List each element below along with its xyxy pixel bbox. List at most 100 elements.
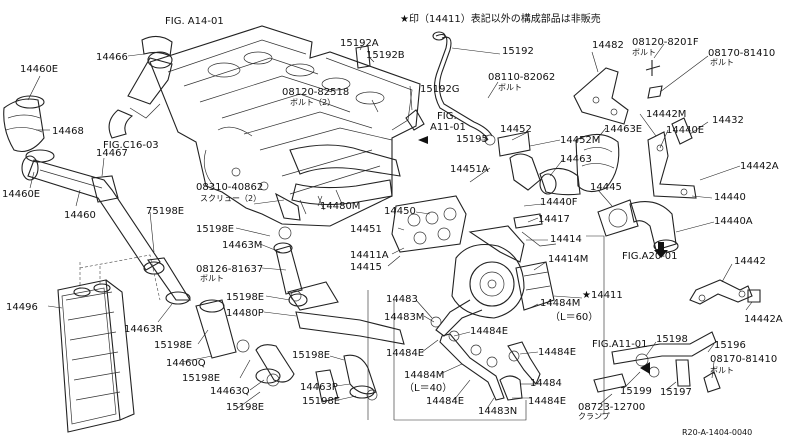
label-15198E: 15198E bbox=[154, 340, 192, 351]
turbocharger-drawing bbox=[435, 213, 557, 337]
label-15197: 15197 bbox=[660, 387, 692, 398]
water-pipe-drawing bbox=[593, 331, 721, 393]
label-14442A: 14442A bbox=[740, 161, 779, 172]
label-15198E: 15198E bbox=[182, 373, 220, 384]
label-15192G: 15192G bbox=[420, 84, 460, 95]
label-14484M: 14484M bbox=[540, 298, 580, 309]
grouping-frames bbox=[79, 235, 605, 421]
sub-len-60: （L＝60） bbox=[550, 311, 598, 323]
label-14460E: 14460E bbox=[20, 64, 58, 75]
label-14466: 14466 bbox=[96, 52, 128, 63]
hose-cluster-drawing bbox=[147, 226, 405, 403]
label-14460: 14460 bbox=[64, 210, 96, 221]
label-14463Q: 14463Q bbox=[210, 386, 250, 397]
label-08120-8201F: 08120-8201F bbox=[632, 37, 699, 48]
sub-clamp: クランプ bbox=[578, 412, 610, 421]
label-14460Q: 14460Q bbox=[166, 358, 206, 369]
label-15198E: 15198E bbox=[292, 350, 330, 361]
label-14463P: 14463P bbox=[300, 382, 338, 393]
label-14482: 14482 bbox=[592, 40, 624, 51]
elbow-outlet-drawing bbox=[597, 117, 697, 253]
sub-bolt-b: ボルト bbox=[632, 48, 656, 57]
label-14463E: 14463E bbox=[604, 124, 642, 135]
fig-ref-a2001: FIG.A20-01 bbox=[622, 251, 678, 262]
oil-return-pipe-drawing bbox=[430, 316, 541, 401]
label-08170-81410: 08170-81410 bbox=[710, 354, 777, 365]
label-14445: 14445 bbox=[590, 182, 622, 193]
label-08310-40862: 08310-40862 bbox=[196, 182, 263, 193]
sub-bolt-c: ボルト bbox=[710, 58, 734, 67]
bracket-14442-drawing bbox=[689, 279, 761, 305]
label-14483: 14483 bbox=[386, 294, 418, 305]
label-14484E: 14484E bbox=[470, 326, 508, 337]
label-14484E: 14484E bbox=[386, 348, 424, 359]
label-08723-12700: 08723-12700 bbox=[578, 402, 645, 413]
exhaust-manifold-drawing bbox=[275, 144, 467, 253]
label-08110-82062: 08110-82062 bbox=[488, 72, 555, 83]
fig-ref-a1101-bottom: A11-01 bbox=[430, 122, 466, 133]
fig-ref-a1101-top: FIG. bbox=[437, 111, 457, 122]
fig-ref-c1603: FIG.C16-03 bbox=[103, 140, 159, 151]
label-15199: 15199 bbox=[620, 386, 652, 397]
sub-bolt-e: ボルト bbox=[710, 366, 734, 375]
label-14415: 14415 bbox=[350, 262, 382, 273]
label-14452M: 14452M bbox=[560, 135, 600, 146]
intercooler-drawing bbox=[57, 254, 161, 433]
label-14484E: 14484E bbox=[528, 396, 566, 407]
label-14451: 14451 bbox=[350, 224, 382, 235]
label-14440: 14440 bbox=[714, 192, 746, 203]
label-08170-81410: 08170-81410 bbox=[708, 48, 775, 59]
label-14483N: 14483N bbox=[478, 406, 517, 417]
label-15192A: 15192A bbox=[340, 38, 379, 49]
bracket-14482-drawing bbox=[573, 60, 663, 125]
label-14417: 14417 bbox=[538, 214, 570, 225]
label-14484E: 14484E bbox=[538, 347, 576, 358]
label-14411-star: ★14411 bbox=[582, 290, 623, 301]
oil-pipe-drawing bbox=[355, 31, 496, 146]
label-14442M: 14442M bbox=[646, 109, 686, 120]
label-14463M: 14463M bbox=[222, 240, 262, 251]
fig-ref-a1401: FIG. A14-01 bbox=[165, 16, 224, 27]
engine-block-drawing bbox=[149, 25, 421, 227]
label-14467: 14467 bbox=[96, 148, 128, 159]
label-14468: 14468 bbox=[52, 126, 84, 137]
label-15192B: 15192B bbox=[366, 50, 405, 61]
label-14440F: 14440F bbox=[540, 197, 578, 208]
label-08120-82518: 08120-82518 bbox=[282, 87, 349, 98]
label-14432: 14432 bbox=[712, 115, 744, 126]
label-14452: 14452 bbox=[500, 124, 532, 135]
sub-bolt-2: ボルト（2） bbox=[290, 98, 335, 107]
leader-lines bbox=[27, 43, 753, 411]
intake-pipe-drawing bbox=[108, 35, 173, 139]
pipe-14460-drawing bbox=[21, 155, 165, 275]
label-14414: 14414 bbox=[550, 234, 582, 245]
outlet-pipe-drawing bbox=[497, 131, 620, 196]
label-14480M: 14480M bbox=[320, 201, 360, 212]
label-14451A: 14451A bbox=[450, 164, 489, 175]
label-15195: 15195 bbox=[456, 134, 488, 145]
intercooler-hose-drawing bbox=[3, 95, 55, 163]
label-14414M: 14414M bbox=[548, 254, 588, 265]
label-15196: 15196 bbox=[714, 340, 746, 351]
drawing-code: R20-A-1404-0040 bbox=[682, 428, 752, 437]
label-14484E: 14484E bbox=[426, 396, 464, 407]
label-15198: 15198 bbox=[656, 334, 688, 345]
label-15198E: 15198E bbox=[196, 224, 234, 235]
sub-screw-2: スクリュー（2） bbox=[200, 194, 261, 203]
label-14480P: 14480P bbox=[226, 308, 264, 319]
fig-ref-a1101-right: FIG.A11-01 bbox=[592, 339, 648, 350]
label-15192: 15192 bbox=[502, 46, 534, 57]
reference-arrows bbox=[418, 136, 668, 374]
sub-len-40: （L＝40） bbox=[404, 382, 452, 394]
label-14483M: 14483M bbox=[384, 312, 424, 323]
label-14442A: 14442A bbox=[744, 314, 783, 325]
label-14463R: 14463R bbox=[124, 324, 163, 335]
label-15198E: 15198E bbox=[226, 292, 264, 303]
label-08126-81637: 08126-81637 bbox=[196, 264, 263, 275]
label-14460E: 14460E bbox=[2, 189, 40, 200]
sub-bolt-d: ボルト bbox=[200, 274, 224, 283]
label-75198E: 75198E bbox=[146, 206, 184, 217]
label-14450: 14450 bbox=[384, 206, 416, 217]
part-labels: ★印（14411）表記以外の構成部品は非販売 R20-A-1404-0040 F… bbox=[2, 12, 783, 437]
